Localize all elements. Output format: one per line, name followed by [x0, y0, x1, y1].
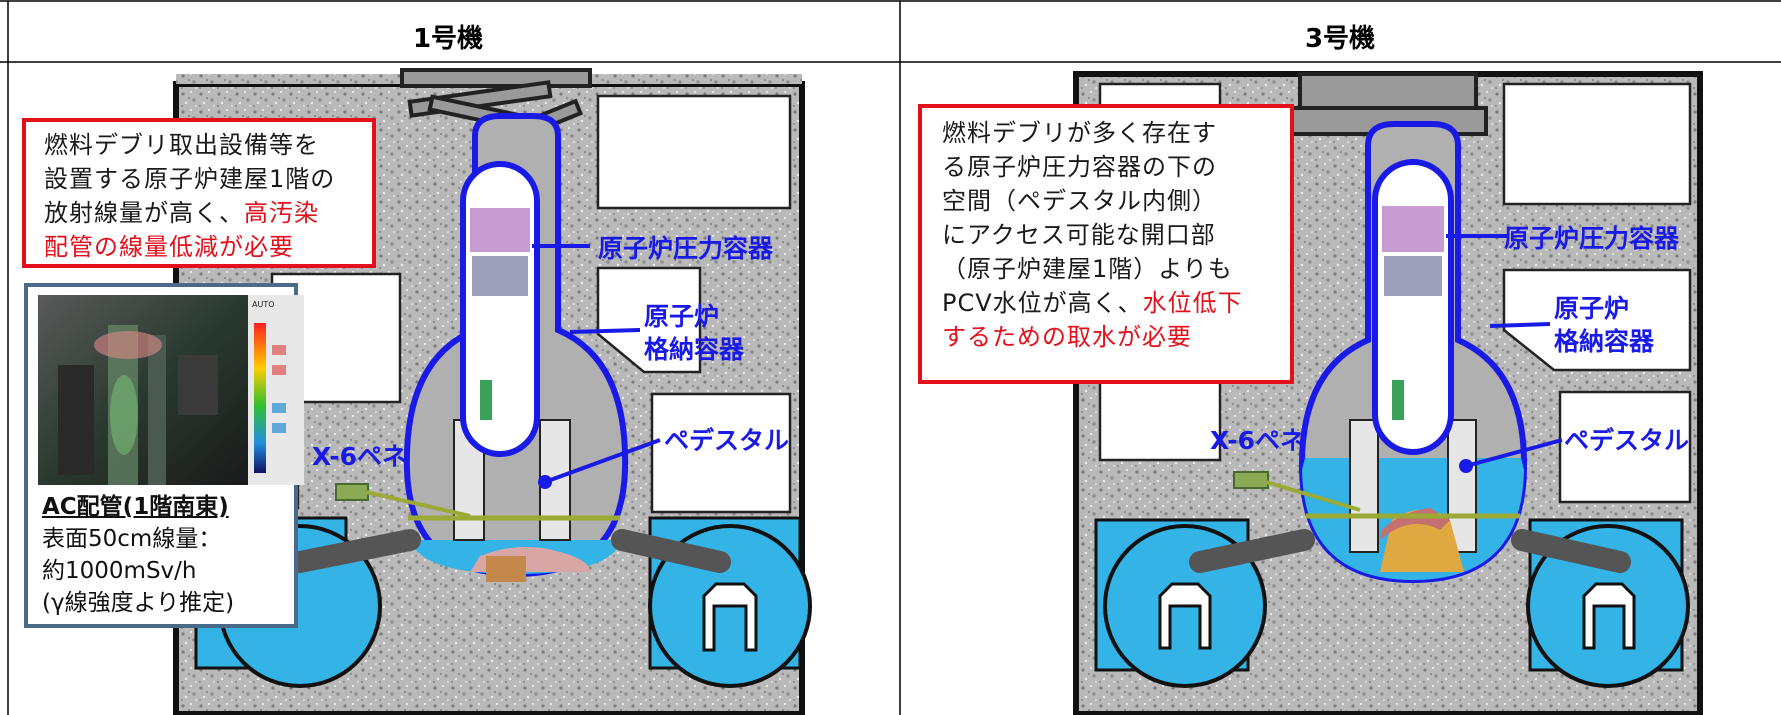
- unit1-note-line-3: 放射線量が高く、高汚染: [44, 196, 372, 230]
- unit3-note-line-4: にアクセス可能な開口部: [942, 221, 1216, 249]
- unit3-note-red-2: するための取水が必要: [942, 323, 1192, 351]
- unit3-note-line-6-text: PCV水位が高く、: [942, 289, 1143, 317]
- unit1-rpv-label: 原子炉圧力容器: [598, 234, 774, 263]
- unit1-issue-note: 燃料デブリ取出設備等を 設置する原子炉建屋1階の 放射線量が高く、高汚染 配管の…: [22, 118, 376, 268]
- camera-mode-label: AUTO: [252, 300, 275, 309]
- unit1-pcv-label-1: 原子炉: [644, 302, 720, 331]
- unit1-pcv-label-2: 格納容器: [644, 335, 745, 364]
- unit1-note-line-1: 燃料デブリ取出設備等を: [44, 131, 319, 159]
- unit1-x6-label: X-6ペネ: [312, 442, 408, 471]
- ac-photo-line-2: 約1000mSv/h: [42, 558, 197, 584]
- unit3-x6-label: X-6ペネ: [1210, 426, 1306, 455]
- unit3-header: 3号機: [1304, 24, 1376, 54]
- ac-photo-line-1: 表面50cm線量：: [42, 526, 222, 552]
- unit3-note-line-5: （原子炉建屋1階）よりも: [942, 255, 1233, 283]
- ac-photo-caption: AC配管(1階南東) 表面50cm線量： 約1000mSv/h (γ線強度より推…: [42, 491, 234, 619]
- unit3-rpv-label: 原子炉圧力容器: [1504, 224, 1680, 253]
- unit1-note-line-2: 設置する原子炉建屋1階の: [44, 165, 336, 193]
- unit1-note-red-1: 高汚染: [244, 199, 319, 227]
- unit3-note-line-2: る原子炉圧力容器の下の: [942, 153, 1217, 181]
- unit1-header: 1号機: [412, 24, 484, 54]
- unit3-note-red-1: 水位低下: [1142, 289, 1243, 317]
- unit1-pedestal-label: ペデスタル: [664, 426, 790, 455]
- unit3-note-line-3: 空間（ペデスタル内側）: [942, 187, 1217, 215]
- unit3-pcv-label-2: 格納容器: [1554, 327, 1655, 356]
- unit3-note-line-1: 燃料デブリが多く存在す: [942, 119, 1217, 147]
- unit3-pedestal-label: ペデスタル: [1564, 426, 1690, 455]
- ac-photo-title: AC配管(1階南東): [42, 494, 229, 520]
- unit1-note-red-2: 配管の線量低減が必要: [44, 233, 294, 261]
- ac-piping-photo-card: AUTO AC配管(1階南東) 表面50cm線量： 約1000mSv/h (γ線…: [24, 283, 304, 628]
- unit3-note-line-6: PCV水位が高く、水位低下: [942, 286, 1290, 320]
- ac-photo-line-3: (γ線強度より推定): [42, 590, 235, 616]
- unit1-note-line-3-text: 放射線量が高く、: [44, 199, 244, 227]
- unit3-issue-note: 燃料デブリが多く存在す る原子炉圧力容器の下の 空間（ペデスタル内側） にアクセ…: [918, 104, 1294, 384]
- unit3-pcv-label-1: 原子炉: [1554, 294, 1630, 323]
- unit3-building: [1073, 71, 1703, 715]
- thermal-camera-photo: AUTO: [38, 295, 304, 485]
